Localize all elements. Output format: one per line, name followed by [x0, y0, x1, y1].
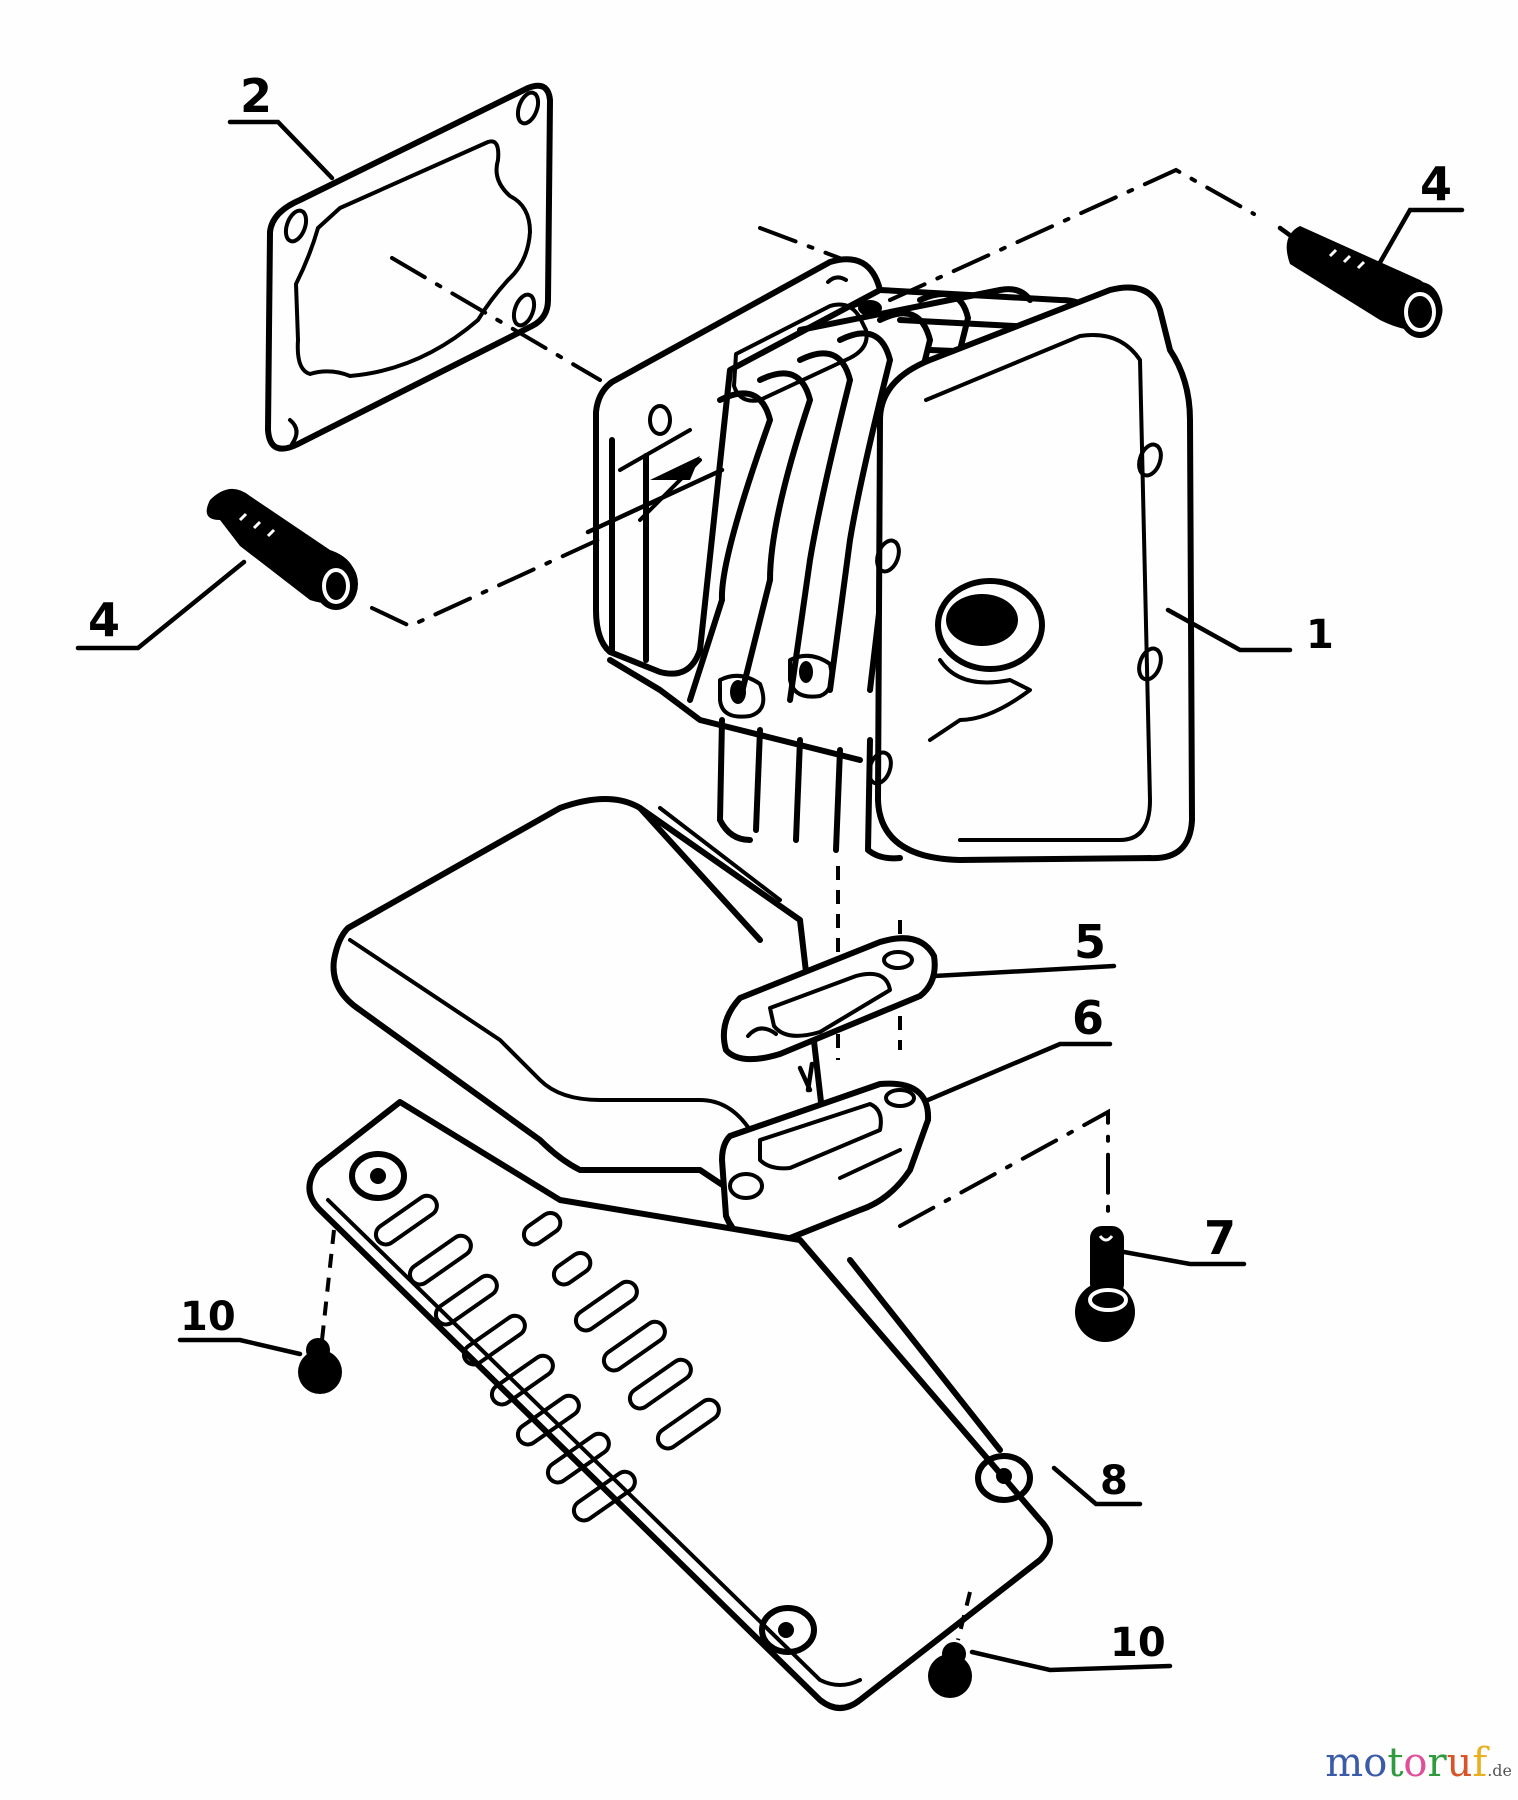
axis-line [370, 538, 600, 629]
part-label-2: 2 [240, 69, 272, 123]
base-gasket-part [265, 82, 553, 452]
part-label-7: 7 [1204, 1211, 1236, 1265]
leader-line-10b [969, 1649, 1173, 1673]
part-label-8: 8 [1100, 1458, 1128, 1504]
leader-line-1 [1165, 607, 1293, 653]
motoruf-watermark: motoruf.de [1325, 1740, 1512, 1786]
exhaust-gasket-part [720, 935, 938, 1063]
watermark-letter: r [1427, 1740, 1447, 1786]
heat-shield-plate [306, 1099, 1053, 1711]
axis-line [390, 256, 602, 382]
part-label-5: 5 [1074, 915, 1106, 969]
watermark-letter: o [1363, 1740, 1388, 1786]
watermark-letter: m [1325, 1740, 1364, 1786]
cylinder-part [585, 256, 1195, 863]
watermark-tld: .de [1487, 1761, 1512, 1780]
leader-line-6 [925, 1041, 1113, 1103]
muffler-bolt [1075, 1226, 1135, 1342]
part-label-4-left: 4 [88, 593, 120, 647]
axis-line [898, 1108, 1110, 1228]
watermark-letter: t [1387, 1740, 1404, 1786]
axis-line [956, 1591, 972, 1641]
muffler-part [330, 796, 833, 1213]
part-label-4-upper: 4 [1420, 157, 1452, 211]
watermark-letter: o [1403, 1740, 1428, 1786]
part-label-6: 6 [1072, 991, 1104, 1045]
leader-line-4b [75, 559, 247, 651]
cylinder-bolt-left [206, 488, 358, 610]
leader-line-5 [931, 963, 1117, 979]
axis-line [320, 1229, 336, 1341]
axis-line [758, 226, 852, 264]
watermark-letter: u [1446, 1740, 1473, 1786]
leader-line-4a [1375, 207, 1465, 269]
leader-line-10a [177, 1337, 303, 1357]
cylinder-bolt-upper [1277, 225, 1443, 338]
part-label-1: 1 [1306, 612, 1334, 658]
axis-line [888, 167, 1256, 302]
screw-bottom [928, 1642, 972, 1698]
leader-line-7 [1121, 1249, 1247, 1267]
part-label-10-bottom: 10 [1110, 1620, 1166, 1666]
muffler-flange-part [719, 1061, 932, 1247]
leader-line-8 [1051, 1465, 1143, 1507]
watermark-letter: f [1472, 1740, 1488, 1786]
leader-line-2 [227, 119, 335, 181]
screw-left [298, 1338, 342, 1394]
part-label-10-left: 10 [180, 1294, 236, 1340]
